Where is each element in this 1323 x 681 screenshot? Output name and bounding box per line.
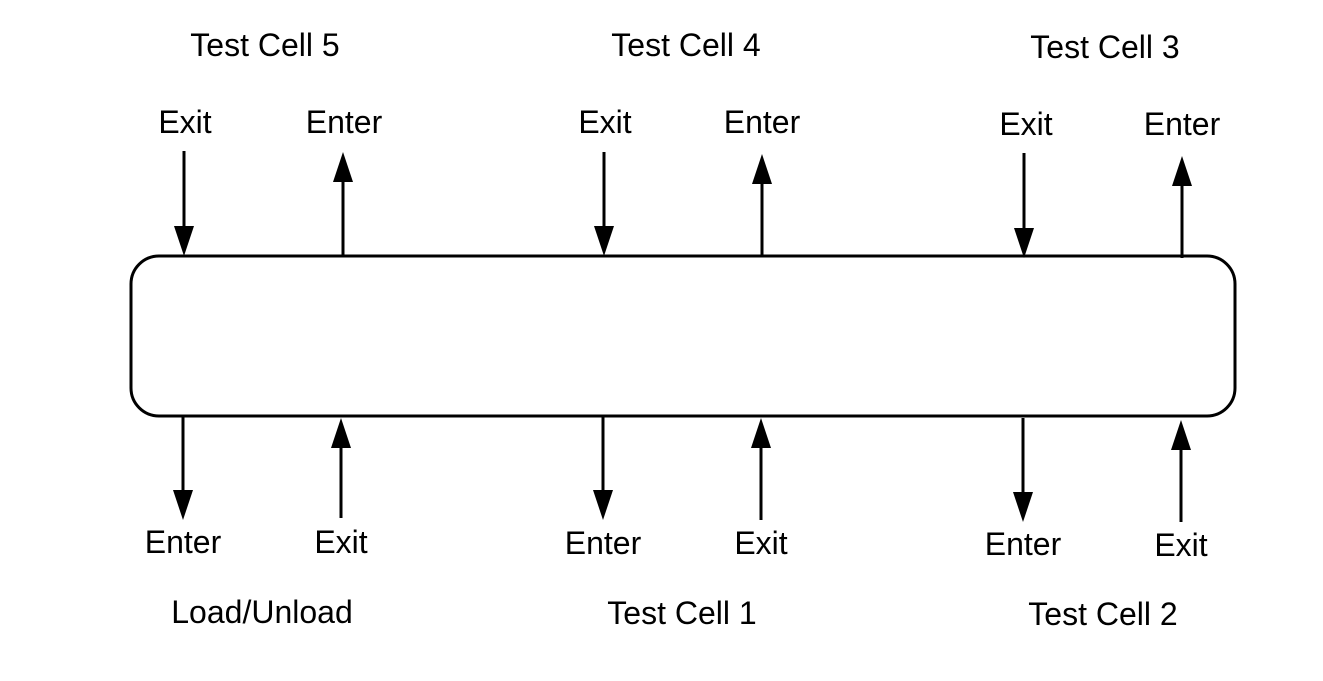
- exit-arrow-load-unload: [331, 418, 351, 518]
- exit-arrow-test-cell-5: [174, 151, 194, 256]
- enter-arrow-test-cell-5: [333, 152, 353, 256]
- station-name-test-cell-2: Test Cell 2: [1028, 596, 1177, 632]
- enter-label-test-cell-2: Enter: [985, 526, 1062, 562]
- exit-label-test-cell-2: Exit: [1154, 527, 1207, 563]
- exit-arrow-test-cell-4: [594, 152, 614, 256]
- exit-label-test-cell-4: Exit: [578, 104, 631, 140]
- enter-arrow-load-unload: [173, 416, 193, 520]
- enter-arrow-test-cell-3: [1172, 156, 1192, 258]
- exit-label-test-cell-5: Exit: [158, 104, 211, 140]
- station-name-test-cell-1: Test Cell 1: [607, 595, 756, 631]
- station-name-test-cell-4: Test Cell 4: [611, 27, 760, 63]
- exit-label-test-cell-3: Exit: [999, 106, 1052, 142]
- enter-label-test-cell-4: Enter: [724, 104, 801, 140]
- station-name-load-unload: Load/Unload: [171, 594, 352, 630]
- enter-arrow-test-cell-2: [1013, 418, 1033, 522]
- enter-label-load-unload: Enter: [145, 524, 222, 560]
- exit-arrow-test-cell-2: [1171, 420, 1191, 522]
- exit-label-test-cell-1: Exit: [734, 525, 787, 561]
- station-name-test-cell-5: Test Cell 5: [190, 27, 339, 63]
- enter-arrow-test-cell-4: [752, 154, 772, 256]
- exit-label-load-unload: Exit: [314, 524, 367, 560]
- enter-label-test-cell-5: Enter: [306, 104, 383, 140]
- station-name-test-cell-3: Test Cell 3: [1030, 29, 1179, 65]
- enter-arrow-test-cell-1: [593, 416, 613, 520]
- central-track: [129, 254, 1237, 418]
- enter-label-test-cell-1: Enter: [565, 525, 642, 561]
- exit-arrow-test-cell-3: [1014, 153, 1034, 258]
- exit-arrow-test-cell-1: [751, 418, 771, 520]
- enter-label-test-cell-3: Enter: [1144, 106, 1221, 142]
